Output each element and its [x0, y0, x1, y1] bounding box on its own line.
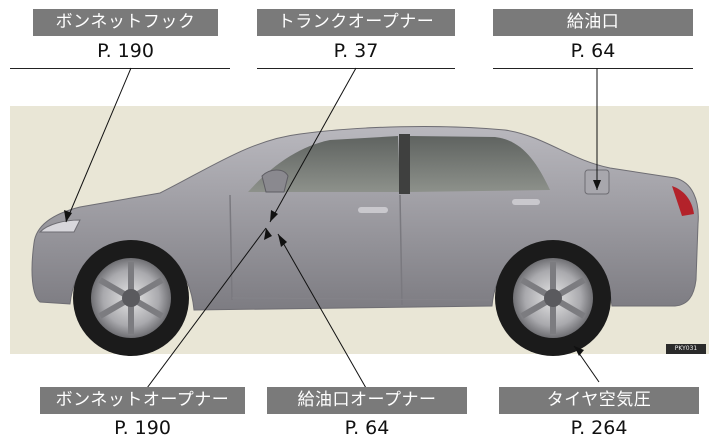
callout-label-tire-pressure: タイヤ空気圧: [499, 387, 699, 414]
door-line: [231, 297, 491, 301]
callout-page-tire-pressure[interactable]: P. 264: [570, 417, 628, 439]
callout-page-hood-lock[interactable]: P. 190: [97, 40, 154, 62]
leader-fuel-door-opener: [277, 233, 367, 389]
side-mirror: [261, 169, 289, 193]
callout-page-fuel-door-opener[interactable]: P. 64: [344, 417, 390, 439]
front-door-handle: [358, 207, 388, 213]
callout-label-trunk-opener: トランクオープナー: [257, 9, 455, 36]
rear-window: [410, 136, 550, 192]
window-pillar: [399, 134, 410, 194]
callout-page-trunk-opener[interactable]: P. 37: [333, 40, 379, 62]
door-line: [229, 194, 233, 301]
leader-arrowheads: [64, 180, 601, 356]
taillight: [672, 186, 694, 216]
callout-page-hood-opener[interactable]: P. 190: [114, 417, 171, 439]
callout-label-fuel-door: 給油口: [493, 9, 693, 36]
leader-lines: [65, 67, 600, 389]
headlight: [38, 219, 81, 233]
leader-hood-opener: [146, 227, 267, 389]
leader-hood-lock: [65, 67, 132, 223]
rear-door-handle: [512, 199, 540, 205]
rear-hub: [544, 289, 562, 307]
callout-rule: [493, 68, 693, 69]
callout-page-fuel-door[interactable]: P. 64: [570, 40, 616, 62]
door-line: [399, 194, 403, 306]
callout-label-hood-lock: ボンネットフック: [33, 9, 218, 36]
callout-rule: [10, 68, 230, 69]
callout-label-fuel-door-opener: 給油口オープナー: [267, 387, 467, 414]
leader-trunk-opener: [269, 67, 357, 223]
image-code: PKY031: [666, 344, 706, 354]
front-hub: [122, 289, 140, 307]
callout-label-hood-opener: ボンネットオープナー: [40, 387, 245, 414]
